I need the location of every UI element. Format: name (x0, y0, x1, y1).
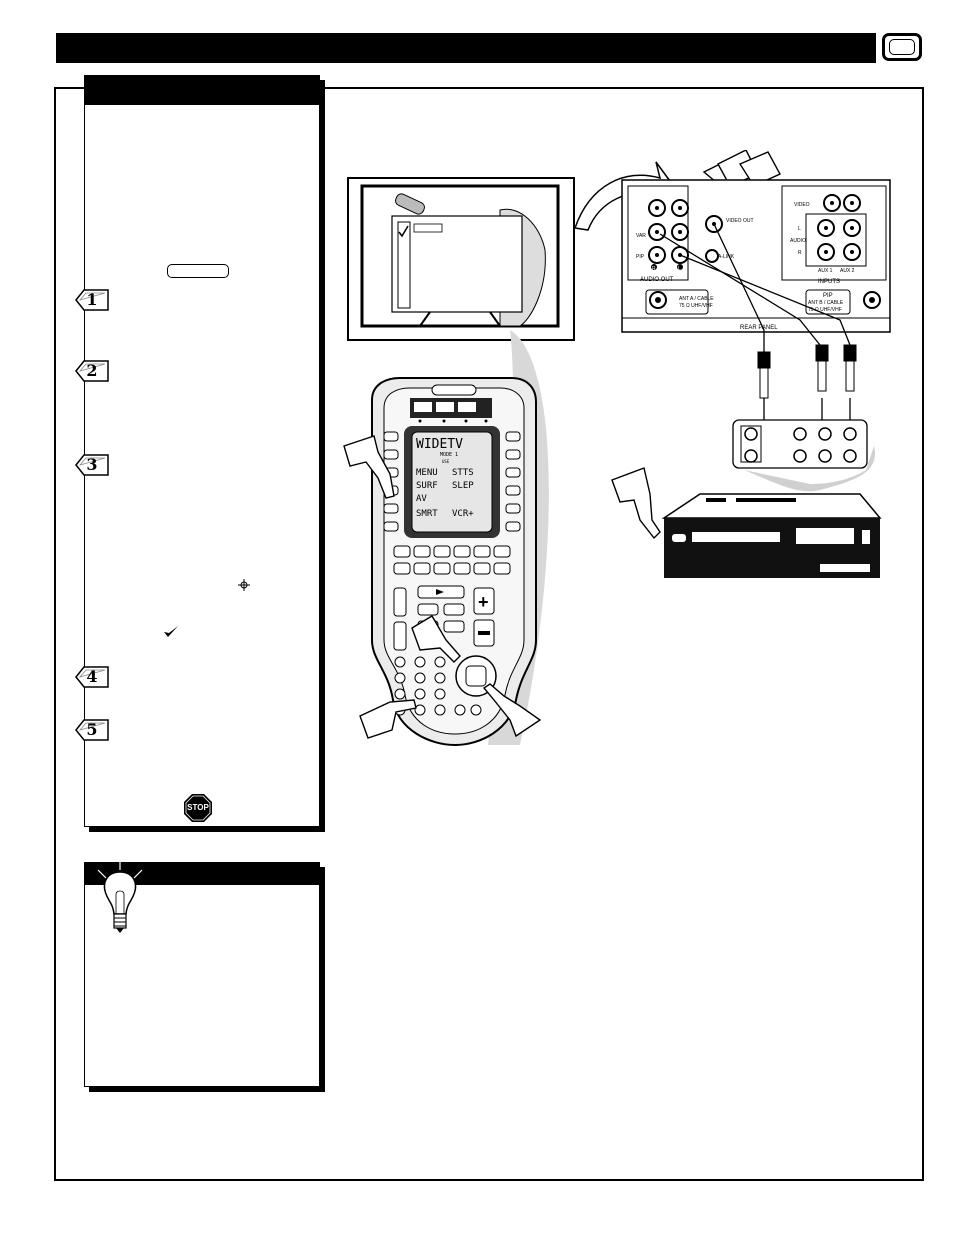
label-ant-a: ANT A / CABLE (679, 296, 714, 302)
lcd-stts: STTS (452, 468, 474, 478)
lcd-surf: SURF (416, 481, 438, 491)
step-arrow-icon (75, 360, 109, 382)
vcr-rear-panel (732, 419, 868, 469)
label-l: L (678, 266, 681, 272)
step-arrow-icon (75, 289, 109, 311)
lcd-sub: USE (442, 459, 450, 464)
label-audio-out: AUDIO OUT (640, 277, 674, 283)
light-bulb-icon (90, 860, 150, 933)
step-number: 4 (86, 667, 98, 686)
vcr-unit (661, 493, 882, 578)
steps-panel-header (85, 76, 319, 105)
tv-page-icon (882, 33, 922, 61)
cursor-icon (238, 579, 250, 591)
label-aux1: AUX 1 (818, 268, 833, 274)
step-number: 1 (86, 290, 98, 309)
step-5-marker: 5 (74, 718, 110, 742)
label-ant-b: ANT B / CABLE (808, 300, 844, 306)
label-aux2: AUX 2 (840, 268, 855, 274)
step-number: 2 (86, 361, 98, 380)
steps-panel: 1 2 3 4 5 STOP (75, 75, 320, 827)
checkmark-icon (164, 626, 178, 637)
tip-panel-header (85, 863, 319, 885)
step-arrow-icon (75, 666, 109, 688)
lcd-title: WIDETV (416, 437, 463, 452)
step-4-marker: 4 (74, 665, 110, 689)
label-a-link: A-LINK (718, 254, 735, 260)
step-number: 3 (86, 455, 98, 474)
lcd-smrt: SMRT (416, 509, 438, 519)
page-badge-screen (889, 39, 915, 55)
step-number: 5 (86, 720, 98, 739)
lcd-slep: SLEP (452, 481, 474, 491)
label-audio-l: L (798, 226, 801, 232)
label-pip: PIP (636, 254, 645, 260)
svg-text:+: + (478, 592, 489, 612)
tip-panel (84, 862, 320, 1087)
label-audio: AUDIO (790, 238, 806, 244)
tv-screen-inset (347, 177, 575, 341)
step-2-marker: 2 (74, 359, 110, 383)
connection-illustration: WIDETV MODE 1 USE MENU STTS SURF SLEP AV… (343, 150, 891, 747)
header-bar (56, 33, 876, 63)
label-ant-a-sub: 75 Ω UHF/VHF (679, 303, 713, 309)
lcd-av: AV (416, 494, 427, 504)
label-r: R (652, 266, 656, 272)
stop-label: STOP (187, 803, 209, 812)
remote-control: WIDETV MODE 1 USE MENU STTS SURF SLEP AV… (371, 377, 537, 747)
step-arrow-icon (75, 719, 109, 741)
stop-sign-icon: STOP (183, 793, 213, 823)
label-audio-r: R (798, 250, 802, 256)
label-pip-in: PIP (823, 293, 833, 299)
menu-button-graphic (167, 264, 229, 278)
step-1-marker: 1 (74, 288, 110, 312)
label-ant-b-sub: 75 Ω UHF/VHF (808, 307, 842, 313)
label-inputs: INPUTS (818, 279, 840, 285)
lcd-mode: MODE 1 (440, 452, 458, 458)
step-3-marker: 3 (74, 453, 110, 477)
content-frame (54, 87, 924, 1181)
label-rear-panel: REAR PANEL (740, 325, 778, 331)
tv-rear-panel: VAR PIP R L AUDIO OUT VIDEO OUT A-LINK V… (621, 179, 891, 333)
label-video: VIDEO (794, 202, 810, 208)
label-var: VAR (636, 233, 646, 239)
lcd-vcr-plus: VCR+ (452, 509, 474, 519)
step-arrow-icon (75, 454, 109, 476)
label-video-out: VIDEO OUT (726, 218, 754, 224)
lcd-menu: MENU (416, 468, 438, 478)
